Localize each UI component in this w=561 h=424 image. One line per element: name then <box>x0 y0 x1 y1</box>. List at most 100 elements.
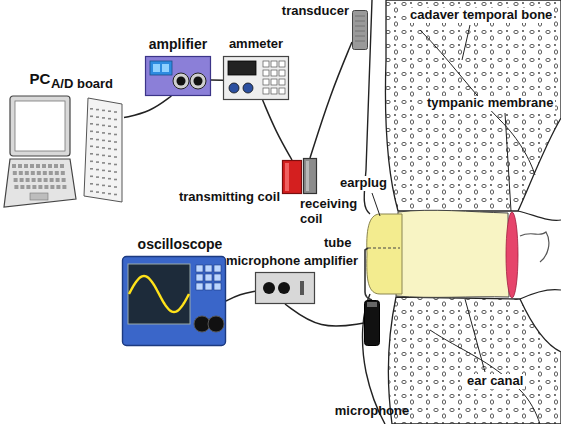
tube-bore <box>368 248 400 249</box>
tube <box>365 248 372 300</box>
ammeter-key <box>279 88 285 94</box>
oscilloscope-key <box>214 274 221 281</box>
laptop-key <box>62 178 66 182</box>
receiving-coil: receiving coil <box>298 156 364 229</box>
board-contact <box>108 178 111 180</box>
board-contact <box>102 170 105 172</box>
label-holder: tube <box>322 236 353 251</box>
transducer-ridge <box>355 16 365 17</box>
laptop-touchpad <box>30 193 48 200</box>
board-contact <box>114 134 117 136</box>
oscilloscope-key <box>205 283 212 290</box>
laptop-key <box>60 164 64 168</box>
board-contact <box>102 117 105 119</box>
ammeter-key <box>271 70 277 76</box>
sine-trace <box>129 276 189 312</box>
board-contact <box>114 171 117 173</box>
transducer-ridge <box>355 41 365 42</box>
ammeter-terminal <box>229 83 239 93</box>
board-contact <box>108 148 111 150</box>
ammeter-key <box>271 79 277 85</box>
transducer-ridge <box>355 36 365 37</box>
leader-line <box>372 193 380 216</box>
ear-canal <box>396 210 509 297</box>
board-contact <box>114 141 117 143</box>
board-contact <box>90 138 93 140</box>
board-contact <box>108 155 111 157</box>
laptop-key <box>18 164 22 168</box>
board-contact <box>114 111 117 113</box>
board-contact <box>114 126 117 128</box>
laptop-key <box>26 185 30 189</box>
oscilloscope-key <box>196 265 203 272</box>
laptop-computer-drawing <box>4 95 76 207</box>
board-contact <box>96 169 99 171</box>
part-label: tympanic membrane <box>425 96 555 111</box>
laptop-key <box>56 185 60 189</box>
board-contact <box>90 176 93 178</box>
microphone-amplifier-switch <box>300 281 304 295</box>
temporal-bone <box>389 297 561 424</box>
device-label: transmitting coil <box>179 190 280 205</box>
ammeter-key <box>263 70 269 76</box>
signal-wire <box>211 79 223 81</box>
oscilloscope-device-drawing <box>122 256 226 346</box>
oscilloscope-device: oscilloscope <box>120 234 228 348</box>
microphone-device-drawing <box>364 300 380 346</box>
ammeter-key <box>271 88 277 94</box>
microphone-device: microphone <box>333 298 411 421</box>
laptop-key <box>50 178 54 182</box>
laptop-key <box>26 178 30 182</box>
oscilloscope-key <box>205 274 212 281</box>
board-contact <box>96 161 99 163</box>
board-contact <box>102 110 105 112</box>
laptop-key <box>38 178 42 182</box>
board-contact <box>90 116 93 118</box>
device-label: oscilloscope <box>138 236 223 252</box>
laptop-key <box>43 171 47 175</box>
board-contact <box>108 170 111 172</box>
oscilloscope-screen <box>128 264 190 324</box>
leader-line <box>505 113 511 211</box>
oscilloscope-key <box>214 283 221 290</box>
laptop-key <box>19 171 23 175</box>
transmitting-coil: transmitting coil <box>177 158 304 207</box>
board-contact <box>96 184 99 186</box>
laptop-key <box>38 185 42 189</box>
board-contact <box>114 119 117 121</box>
ammeter-key <box>279 61 285 67</box>
ammeter-key <box>263 61 269 67</box>
laptop-key <box>20 185 24 189</box>
laptop-key <box>37 171 41 175</box>
board-contact <box>114 156 117 158</box>
board-contact <box>102 162 105 164</box>
laptop-key <box>30 164 34 168</box>
amplifier-display-digit <box>162 64 169 72</box>
microphone-cap <box>367 302 377 307</box>
board-contact <box>96 131 99 133</box>
board-contact <box>108 133 111 135</box>
device-label: microphone amplifier <box>226 254 358 269</box>
laptop-key <box>32 185 36 189</box>
board-contact <box>96 154 99 156</box>
part-label: cadaver temporal bone <box>408 8 554 23</box>
middle-ear-cavity <box>518 211 561 299</box>
ammeter-key <box>263 88 269 94</box>
oscilloscope-key <box>214 265 221 272</box>
coil-highlight <box>306 161 309 191</box>
laptop-key <box>14 178 18 182</box>
ammeter-key <box>271 61 277 67</box>
signal-wire <box>263 100 292 160</box>
signal-wire <box>310 42 352 158</box>
coil-highlight <box>285 163 289 191</box>
signal-wire <box>285 304 364 326</box>
ammeter-device-drawing <box>223 56 289 100</box>
laptop-key <box>54 164 58 168</box>
board-contact <box>90 146 93 148</box>
board-contact <box>102 140 105 142</box>
board-contact <box>102 147 105 149</box>
ammeter-key <box>279 79 285 85</box>
board-contact <box>102 125 105 127</box>
board-contact <box>108 140 111 142</box>
